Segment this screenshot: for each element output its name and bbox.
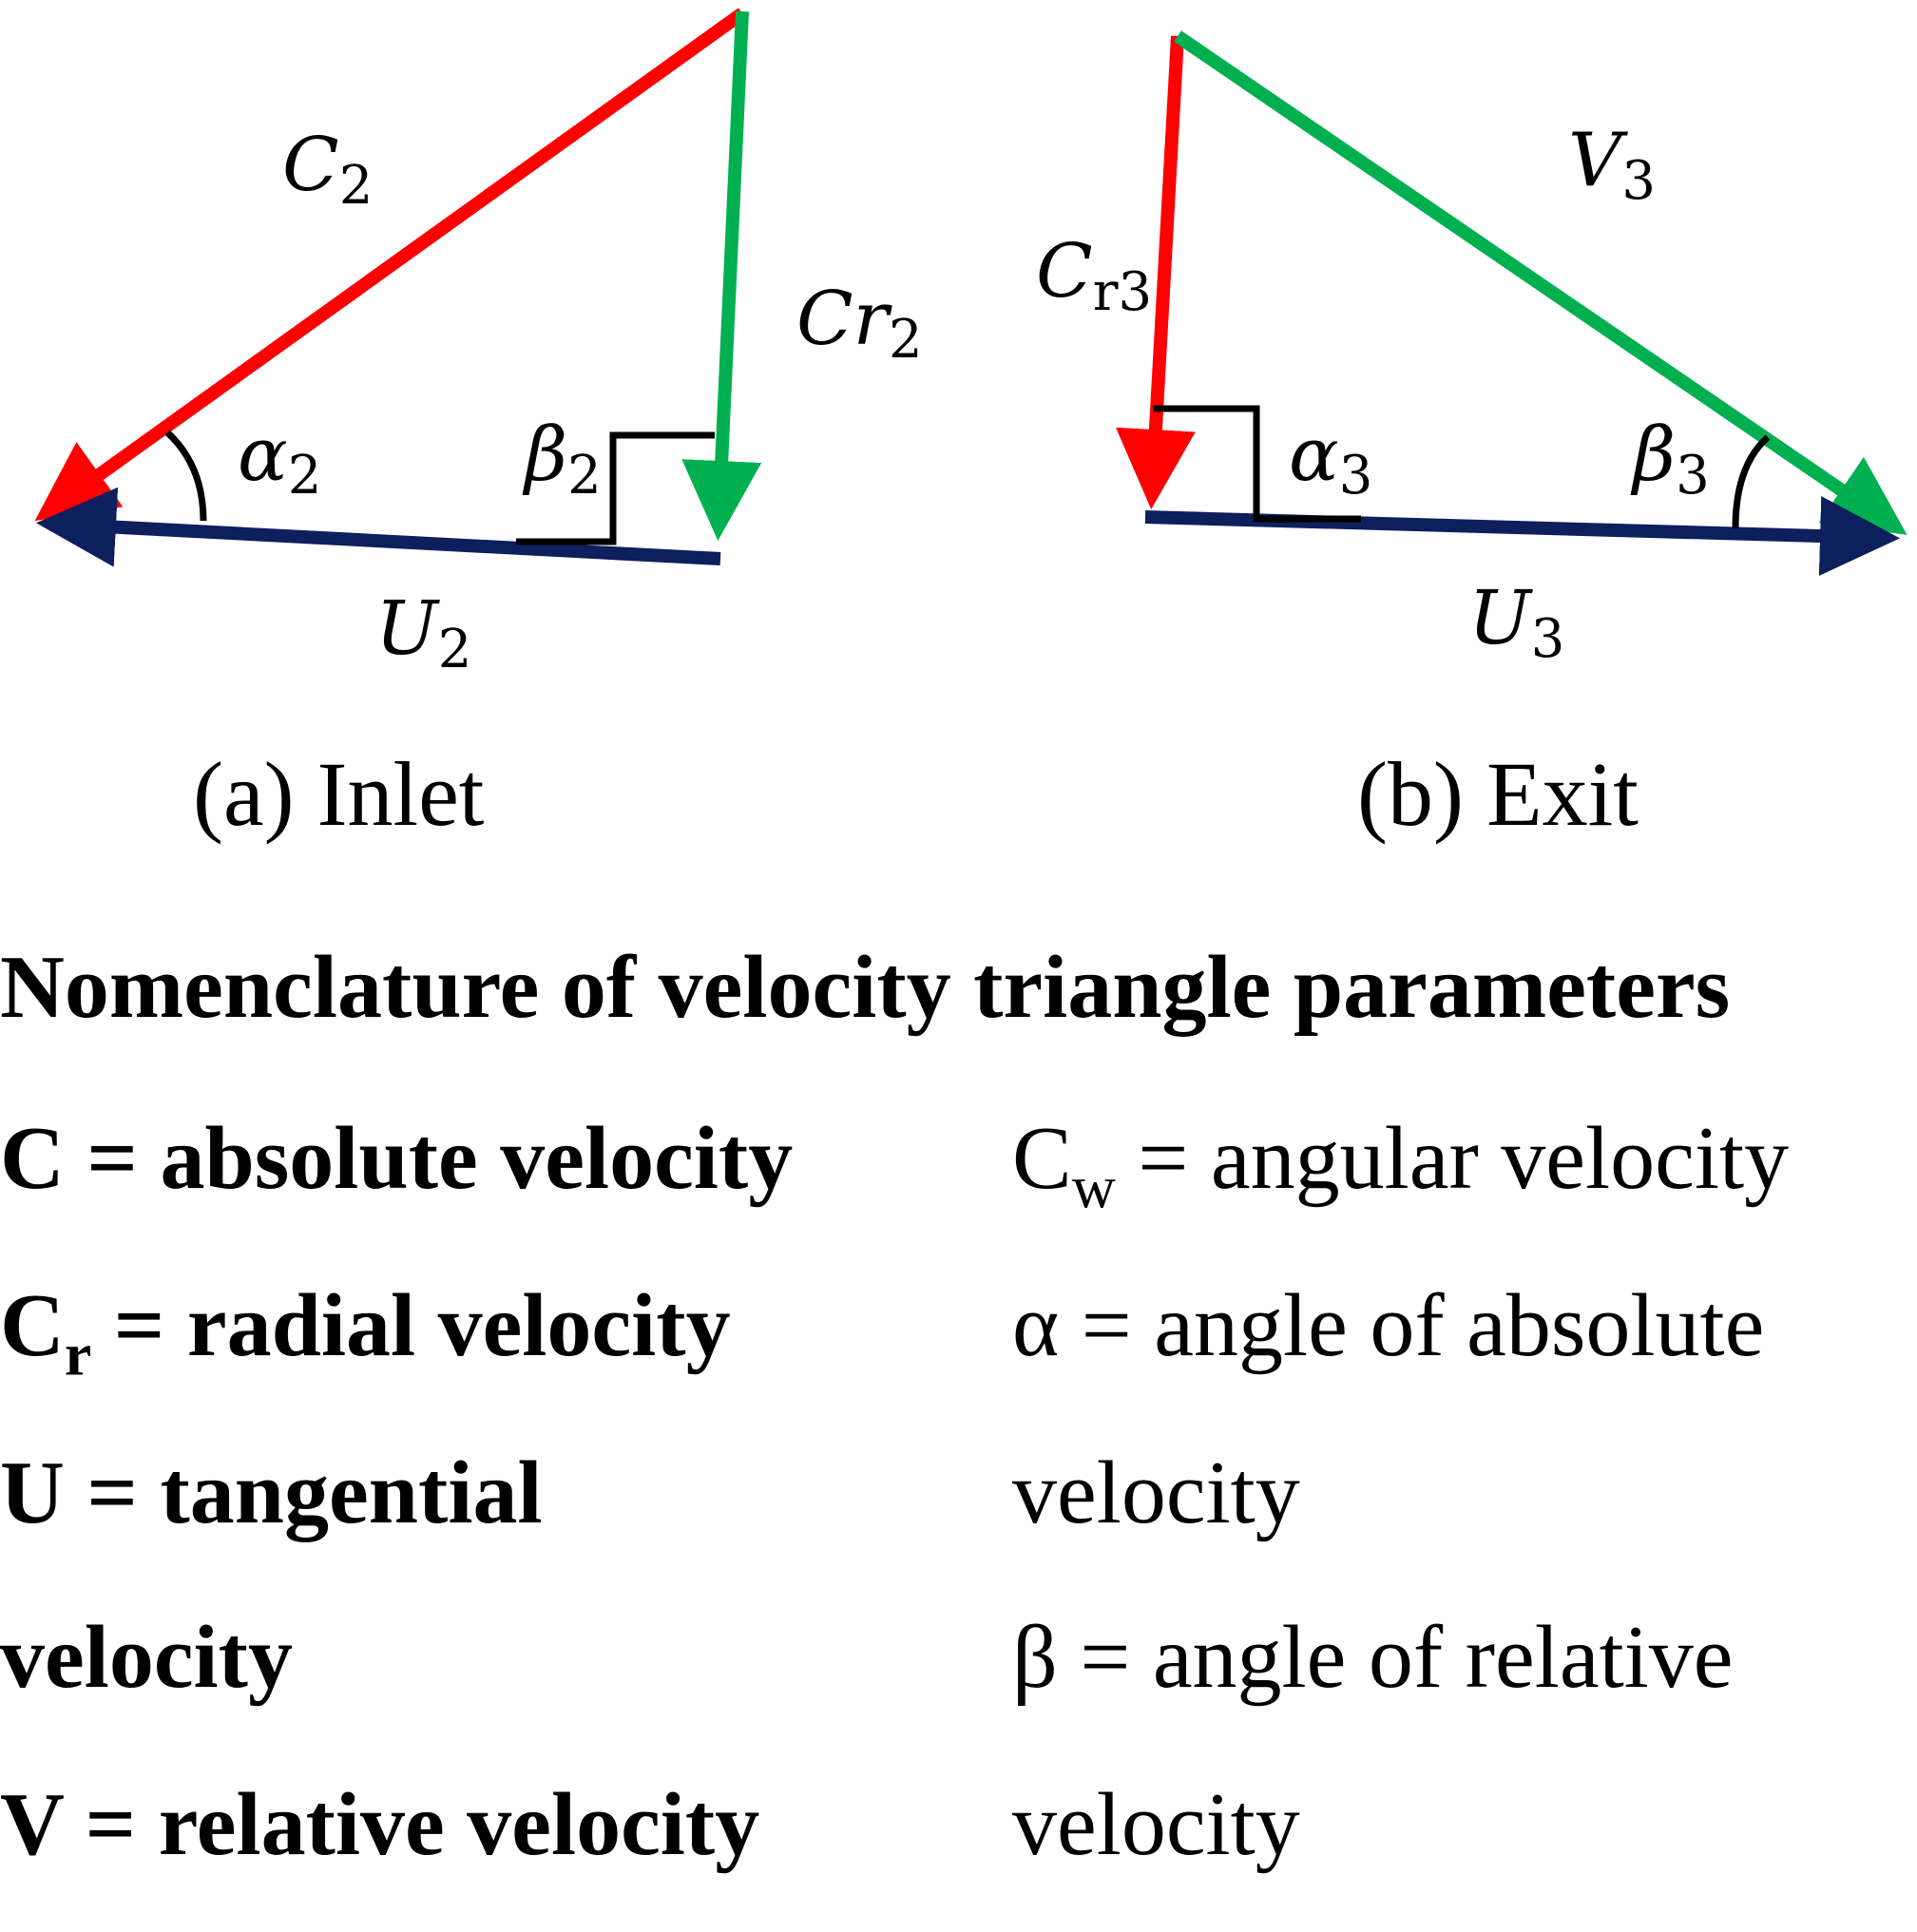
nom-left-v: V = relative velocity [0,1775,760,1874]
inlet-u2-label: U2 [375,586,471,680]
inlet-tangential-velocity-u2-arrow [36,487,721,567]
nom-left-u-cont: velocity [0,1608,293,1707]
nom-right-beta: β = angle of relative [1012,1608,1734,1707]
exit-triangle: V3 Cr3 U3 α3 β3 [1036,30,1907,670]
inlet-beta2-label: β2 [522,412,602,507]
exit-radial-velocity-cr3-arrow [1115,35,1196,509]
exit-beta3-label: β3 [1630,412,1710,507]
inlet-radial-velocity-cr2-arrow [681,10,762,541]
inlet-absolute-velocity-c2-arrow [34,8,747,522]
nomenclature-title: Nomenclature of velocity triangle parame… [0,938,1731,1037]
exit-cr3-label: Cr3 [1036,229,1152,323]
inlet-cr2-label: Cr2 [796,277,923,371]
nom-right-alpha: α = angle of absolute [1012,1276,1765,1375]
exit-right-angle-marker [1153,405,1361,523]
inlet-triangle: C2 Cr2 U2 α2 β2 [34,8,923,680]
exit-relative-velocity-v3-arrow [1174,30,1907,535]
inlet-alpha2-angle-arc [164,430,207,522]
velocity-triangles-diagram: C2 Cr2 U2 α2 β2 V3 Cr3 U3 α3 β3 [34,8,1907,680]
nom-right-cw: Cw = angular velocity [1012,1109,1790,1221]
inlet-caption: (a) Inlet [193,743,485,845]
nom-right-beta-cont: velocity [1012,1775,1300,1874]
inlet-right-angle-marker [516,431,715,545]
nom-left-cr: Cr = radial velocity [0,1276,731,1388]
exit-v3-label: V3 [1568,118,1656,212]
nom-left-c: C = absolute velocity [0,1109,794,1208]
exit-alpha3-label: α3 [1289,412,1372,507]
nom-right-alpha-cont: velocity [1012,1444,1300,1542]
nom-left-u: U = tangential [0,1444,543,1542]
exit-u3-label: U3 [1468,576,1564,670]
exit-caption: (b) Exit [1357,743,1639,845]
inlet-c2-label: C2 [282,123,373,217]
exit-beta3-angle-arc [1732,434,1771,529]
inlet-alpha2-label: α2 [238,412,321,507]
